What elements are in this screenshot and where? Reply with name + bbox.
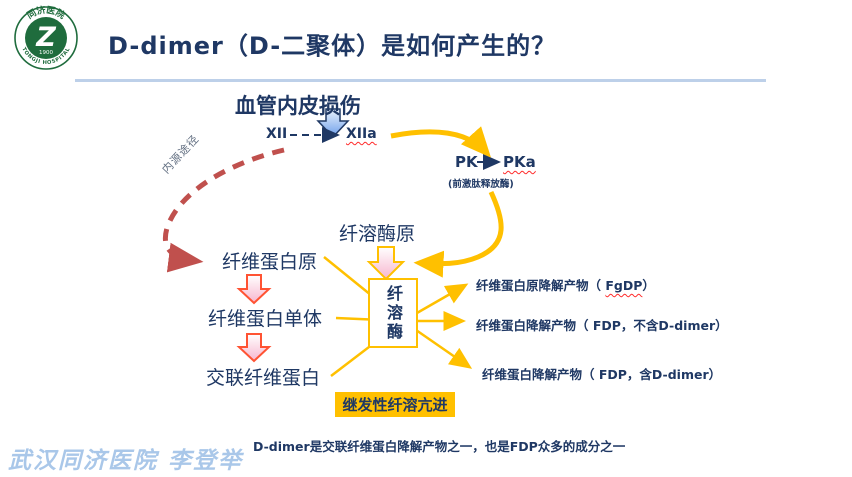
label-fibrinogen: 纤维蛋白原 — [222, 251, 318, 273]
tongji-hospital-logo: 同济医院 TONGJI HOSPITAL Z 1900 — [14, 5, 78, 70]
footer-note: D-dimer是交联纤维蛋白降解产物之一，也是FDP众多的成分之一 — [253, 439, 626, 454]
xiia-to-pk-curve — [390, 126, 492, 158]
secondary-fibrinolysis-badge: 继发性纤溶亢进 — [335, 392, 455, 417]
fibrinogen-down-arrow — [236, 274, 272, 305]
label-factor-xii: XII — [266, 126, 288, 142]
watermark-signature: 武汉同济医院 李登举 — [8, 448, 244, 474]
label-crosslinked-fibrin: 交联纤维蛋白 — [206, 367, 321, 389]
product-fgdp-suffix: ） — [642, 278, 655, 293]
page-title: D-dimer（D-二聚体）是如何产生的？ — [108, 32, 557, 60]
product-fgdp-code: FgDP — [605, 278, 643, 293]
logo-inner-disc — [25, 17, 67, 59]
intrinsic-pathway-curve — [163, 147, 285, 273]
plasmin-box: 纤溶酶 — [368, 278, 418, 348]
pka-to-plasminogen-curve — [413, 190, 504, 278]
logo-monogram: Z — [35, 22, 56, 53]
label-plasminogen: 纤溶酶原 — [339, 223, 416, 245]
monomer-down-arrow — [236, 333, 272, 363]
label-vascular-injury: 血管内皮损伤 — [235, 94, 361, 118]
label-product-fdp-with-ddimer: 纤维蛋白降解产物（ FDP，含D-dimer） — [482, 367, 722, 382]
label-pka: PKa — [503, 153, 536, 171]
trigger-down-arrow — [316, 108, 350, 139]
plasminogen-down-arrow — [366, 246, 406, 281]
logo-year: 1900 — [39, 50, 53, 56]
label-product-fdp-without-ddimer: 纤维蛋白降解产物（ FDP，不含D-dimer） — [476, 318, 728, 333]
label-product-fgdp: 纤维蛋白原降解产物（ FgDP） — [476, 275, 655, 294]
label-pk: PK — [455, 153, 478, 171]
product-fgdp-prefix: 纤维蛋白原降解产物（ — [476, 278, 606, 293]
title-underline — [75, 79, 766, 82]
label-factor-xiia: XIIa — [346, 126, 377, 142]
label-fibrin-monomer: 纤维蛋白单体 — [208, 308, 323, 330]
label-pk-note: (前激肽释放酶) — [448, 179, 514, 190]
